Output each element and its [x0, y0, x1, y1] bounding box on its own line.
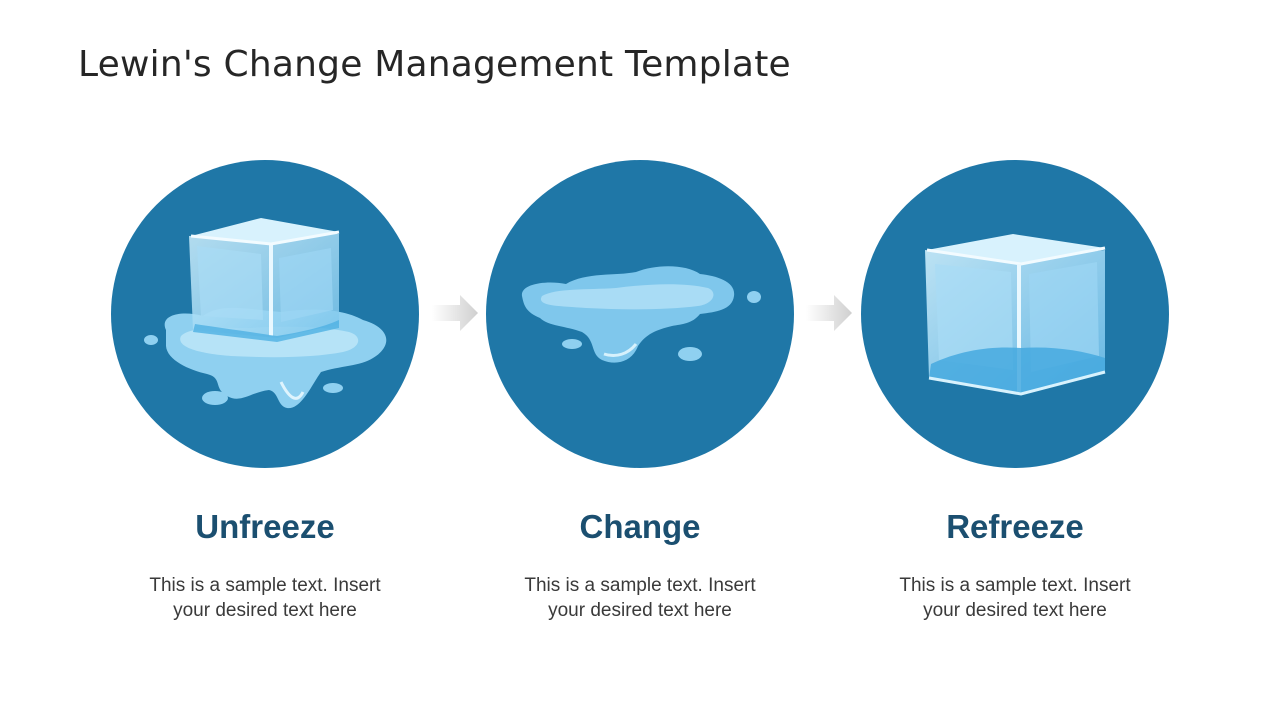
description-line: This is a sample text. Insert: [899, 575, 1131, 596]
change-circle: [486, 160, 794, 468]
arrow-right-icon: [432, 295, 478, 331]
description-line: your desired text here: [548, 600, 732, 621]
stage-description-unfreeze: This is a sample text. Insert your desir…: [111, 573, 419, 623]
ice-cube-icon: [925, 234, 1106, 396]
refreeze-circle: [861, 160, 1169, 468]
stage-title-refreeze: Refreeze: [946, 508, 1084, 545]
stage-description-refreeze: This is a sample text. Insert your desir…: [861, 573, 1169, 623]
stage-title-unfreeze: Unfreeze: [195, 508, 335, 545]
description-line: your desired text here: [173, 600, 357, 621]
water-puddle-icon: [521, 266, 761, 363]
arrow-right-icon: [806, 295, 852, 331]
description-line: This is a sample text. Insert: [524, 575, 756, 596]
stage-description-change: This is a sample text. Insert your desir…: [486, 573, 794, 623]
description-line: your desired text here: [923, 600, 1107, 621]
stage-title-change: Change: [579, 508, 701, 545]
melting-ice-cube-icon: [144, 218, 387, 409]
unfreeze-circle: [111, 160, 419, 468]
slide-title: Lewin's Change Management Template: [78, 44, 791, 85]
description-line: This is a sample text. Insert: [149, 575, 381, 596]
